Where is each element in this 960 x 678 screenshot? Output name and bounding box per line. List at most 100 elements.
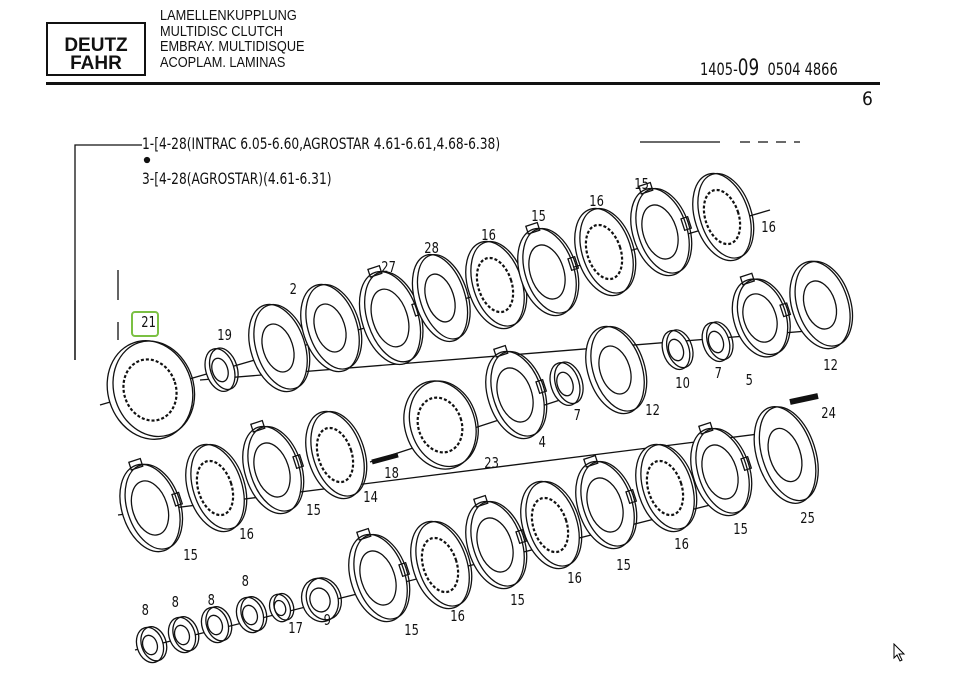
disc-28-inner [476, 517, 514, 573]
disc-14-outer [661, 329, 691, 371]
callout-16[interactable]: 16 [589, 192, 604, 210]
callout-15[interactable]: 15 [531, 207, 546, 225]
callout-28[interactable]: 28 [424, 239, 439, 257]
callout-9[interactable]: 9 [323, 611, 331, 629]
disc-3-outer [300, 283, 360, 373]
disc-12-inner [742, 293, 778, 343]
disc-23-edge [758, 406, 819, 502]
disc-21-inner [253, 442, 291, 498]
callout-14[interactable]: 14 [363, 488, 378, 506]
variant-1: 1-[4-28(INTRAC 6.05-6.60,AGROSTAR 4.61-6… [142, 134, 501, 153]
variant-text: 4-28(AGROSTAR)(4.61-6.31) [158, 169, 332, 188]
disc-13-outer [701, 321, 731, 363]
disc-30-inner [359, 550, 397, 606]
disc-2-inner [261, 323, 295, 373]
disc-29-inner [420, 536, 460, 594]
disc-17-edge [490, 350, 548, 437]
disc-10-outer [692, 172, 752, 262]
callout-15[interactable]: 15 [616, 556, 631, 574]
callout-24[interactable]: 24 [821, 404, 836, 422]
disc-12-lug [739, 272, 756, 286]
callout-15[interactable]: 15 [733, 520, 748, 538]
callout-18[interactable]: 18 [384, 464, 399, 482]
callout-15[interactable]: 15 [404, 621, 419, 639]
disc-24-inner [701, 444, 739, 500]
callout-16[interactable]: 16 [674, 535, 689, 553]
callout-8[interactable]: 8 [141, 601, 149, 619]
disc-25-inner [645, 459, 685, 517]
disc-8-edge [579, 207, 637, 294]
callout-8[interactable]: 8 [241, 572, 249, 590]
callout-12[interactable]: 12 [823, 356, 838, 374]
disc-33-outer [235, 596, 265, 634]
deutz-fahr-logo: DEUTZ FAHR [46, 22, 146, 76]
disc-11-inner [802, 280, 838, 330]
disc-19-lug [128, 457, 144, 471]
disc-24-lug2 [740, 455, 753, 472]
doc-prefix: 1405- [700, 60, 738, 80]
callout-8[interactable]: 8 [171, 593, 179, 611]
disc-24-edge [695, 427, 753, 514]
disc-21-edge [247, 425, 305, 512]
disc-20-edge [190, 443, 248, 530]
disc-12-outer [731, 278, 789, 358]
disc-5-edge [416, 253, 471, 340]
disc-16-inner [556, 371, 574, 397]
disc-26-lug [583, 454, 599, 468]
bracket-line [74, 144, 142, 360]
disc-19-inner [130, 480, 170, 536]
disc-15-edge [590, 325, 648, 412]
callout-15[interactable]: 15 [183, 546, 198, 564]
disc-10-inner [702, 188, 742, 246]
disc-19-outer [119, 463, 181, 553]
callout-16[interactable]: 16 [450, 607, 465, 625]
callout-17[interactable]: 17 [288, 619, 303, 637]
callout-16[interactable]: 16 [239, 525, 254, 543]
callout-8[interactable]: 8 [207, 591, 215, 609]
disc-8-inner [584, 223, 624, 281]
callout-25[interactable]: 25 [800, 509, 815, 527]
callout-4[interactable]: 4 [538, 433, 546, 451]
callout-10[interactable]: 10 [675, 374, 690, 392]
disc-0-inner [122, 358, 178, 422]
callout-27[interactable]: 27 [381, 258, 396, 276]
disc-12-edge [736, 278, 791, 356]
callout-21[interactable]: 21 [141, 313, 156, 331]
title-de: LAMELLENKUPPLUNG [160, 7, 297, 24]
disc-9-lug [638, 181, 654, 195]
disc-35-outer [167, 616, 197, 654]
disc-12-lug2 [779, 302, 792, 318]
disc-36-inner [141, 634, 159, 656]
disc-7-lug2 [567, 255, 580, 272]
disc-10-edge [697, 172, 755, 259]
callout-23[interactable]: 23 [484, 454, 499, 472]
disc-33-edge [240, 596, 268, 632]
callout-7[interactable]: 7 [573, 406, 581, 424]
disc-30-edge [353, 533, 411, 620]
disc-18-edge [408, 380, 479, 468]
callout-19[interactable]: 19 [217, 326, 232, 344]
callout-5[interactable]: 5 [745, 371, 753, 389]
callout-15[interactable]: 15 [306, 501, 321, 519]
callout-15[interactable]: 15 [510, 591, 525, 609]
disc-16-edge [553, 361, 584, 405]
disc-36-outer [135, 626, 165, 664]
title-es: ACOPLAM. LAMINAS [160, 53, 286, 71]
disc-6-inner [475, 256, 515, 314]
callout-12[interactable]: 12 [645, 401, 660, 419]
disc-9-lug2 [680, 215, 693, 232]
disc-16-outer [549, 361, 581, 407]
callout-16[interactable]: 16 [761, 218, 776, 236]
callout-16[interactable]: 16 [567, 569, 582, 587]
callout-7[interactable]: 7 [714, 364, 722, 382]
callout-2[interactable]: 2 [289, 280, 297, 298]
disc-28-lug2 [515, 528, 528, 545]
disc-17-outer [485, 350, 545, 440]
variant-3: 3-[4-28(AGROSTAR)(4.61-6.31) [142, 169, 332, 188]
callout-15[interactable]: 15 [634, 175, 649, 193]
callout-16[interactable]: 16 [481, 226, 496, 244]
disc-17-lug2 [535, 378, 548, 395]
disc-3-edge [305, 283, 363, 370]
doc-group: 09 [737, 56, 760, 81]
